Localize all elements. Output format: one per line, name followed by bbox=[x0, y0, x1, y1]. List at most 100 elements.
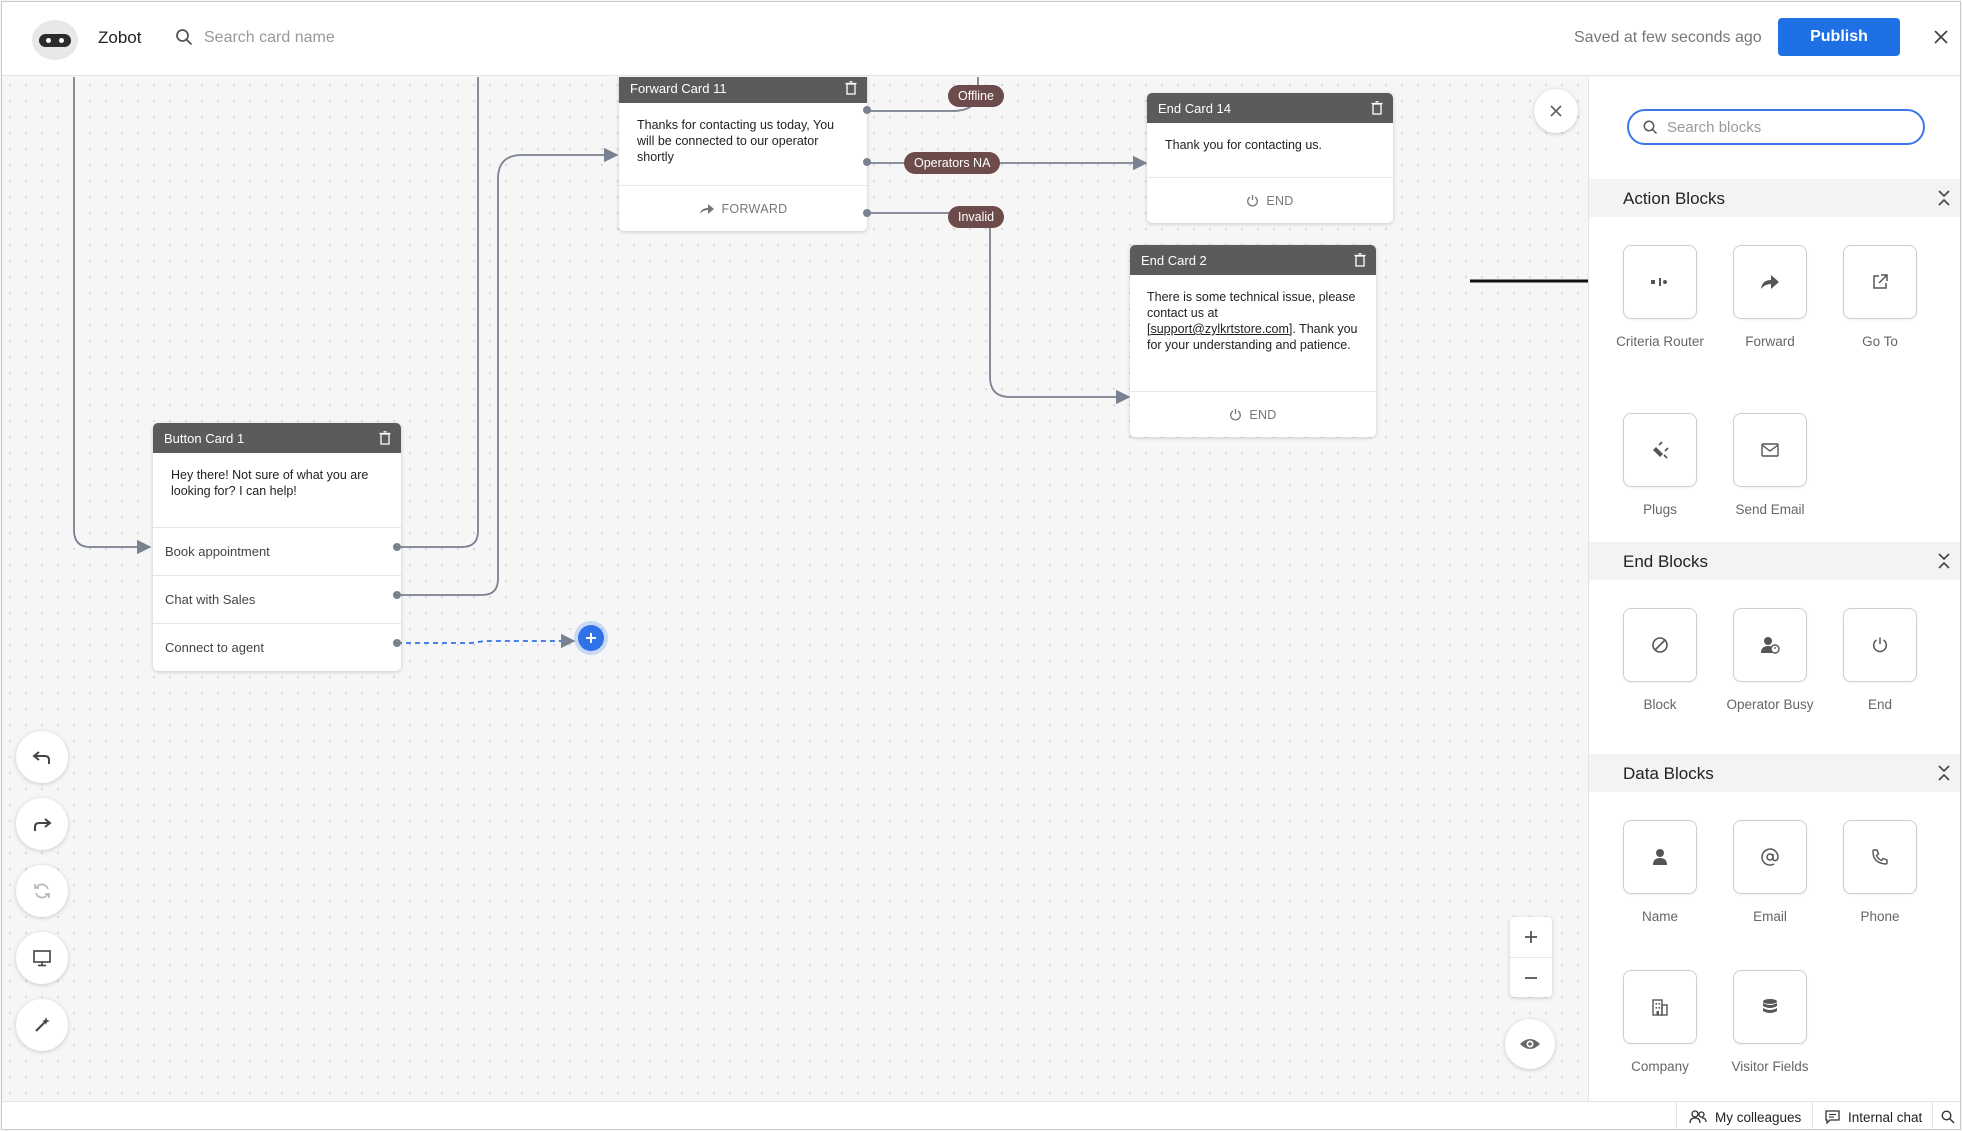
forward-icon bbox=[699, 203, 714, 214]
button-option[interactable]: Connect to agent bbox=[153, 623, 401, 671]
refresh-icon bbox=[34, 883, 50, 899]
monitor-icon bbox=[33, 950, 51, 967]
zobot-logo bbox=[32, 20, 78, 60]
magic-wand-button[interactable] bbox=[16, 999, 68, 1051]
block-block[interactable]: Block bbox=[1604, 608, 1716, 713]
block-email[interactable]: Email bbox=[1714, 820, 1826, 925]
condition-tag-offline: Offline bbox=[948, 85, 1004, 107]
magic-wand-icon bbox=[35, 1017, 50, 1032]
connector-dot[interactable] bbox=[863, 158, 871, 166]
trash-icon[interactable] bbox=[379, 431, 391, 445]
card-header: Forward Card 11 bbox=[619, 77, 867, 103]
trash-icon[interactable] bbox=[845, 81, 857, 95]
button-option[interactable]: Chat with Sales bbox=[153, 575, 401, 623]
undo-button[interactable] bbox=[16, 731, 68, 783]
connector-dot[interactable] bbox=[393, 639, 401, 647]
footer-search-button[interactable] bbox=[1932, 1102, 1960, 1129]
my-colleagues-button[interactable]: My colleagues bbox=[1676, 1102, 1812, 1129]
preview-screen-button[interactable] bbox=[16, 932, 68, 984]
section-header-end-blocks[interactable]: End Blocks bbox=[1589, 542, 1960, 580]
button-card[interactable]: Button Card 1 Hey there! Not sure of wha… bbox=[153, 423, 401, 671]
search-card-input[interactable] bbox=[204, 24, 504, 52]
button-option[interactable]: Book appointment bbox=[153, 527, 401, 575]
connector-dot[interactable] bbox=[863, 209, 871, 217]
plug-icon bbox=[1653, 441, 1669, 459]
card-message: Thank you for contacting us. bbox=[1165, 138, 1323, 152]
forward-card[interactable]: Forward Card 11 Thanks for contacting us… bbox=[619, 77, 871, 231]
power-icon bbox=[1247, 195, 1259, 207]
connector-dot[interactable] bbox=[393, 591, 401, 599]
add-card-button[interactable] bbox=[578, 625, 604, 651]
zoom-out-button[interactable] bbox=[1510, 957, 1552, 997]
condition-tag-invalid: Invalid bbox=[948, 206, 1005, 228]
save-status: Saved at few seconds ago bbox=[1574, 29, 1762, 46]
block-plugs[interactable]: Plugs bbox=[1604, 413, 1716, 518]
operator-busy-icon bbox=[1761, 637, 1780, 654]
block-criteria-router[interactable]: Criteria Router bbox=[1604, 245, 1716, 350]
publish-button[interactable]: Publish bbox=[1778, 18, 1900, 56]
block-send-email[interactable]: Send Email bbox=[1714, 413, 1826, 518]
card-header: End Card 2 bbox=[1130, 245, 1376, 275]
database-icon bbox=[1763, 999, 1777, 1013]
search-blocks-input[interactable] bbox=[1667, 117, 1907, 137]
power-icon bbox=[1230, 409, 1242, 421]
collapse-icon[interactable] bbox=[1937, 190, 1951, 206]
plus-icon bbox=[1525, 931, 1537, 943]
trash-icon[interactable] bbox=[1371, 101, 1383, 115]
forward-icon bbox=[1761, 275, 1779, 289]
power-icon bbox=[1872, 637, 1888, 653]
plus-icon bbox=[586, 633, 596, 643]
envelope-icon bbox=[1761, 443, 1779, 457]
connector-dot[interactable] bbox=[393, 543, 401, 551]
card-footer: END bbox=[1147, 177, 1393, 223]
zoom-in-button[interactable] bbox=[1510, 917, 1552, 957]
block-operator-busy[interactable]: Operator Busy bbox=[1714, 608, 1826, 713]
block-end[interactable]: End bbox=[1824, 608, 1936, 713]
block-name[interactable]: Name bbox=[1604, 820, 1716, 925]
collapse-icon[interactable] bbox=[1937, 765, 1951, 781]
block-go-to[interactable]: Go To bbox=[1824, 245, 1936, 350]
app-name: Zobot bbox=[98, 28, 142, 47]
trash-icon[interactable] bbox=[1354, 253, 1366, 267]
condition-tag-operators-na: Operators NA bbox=[904, 152, 1001, 174]
block-company[interactable]: Company bbox=[1604, 970, 1716, 1075]
card-message: There is some technical issue, please co… bbox=[1147, 290, 1358, 352]
criteria-router-icon bbox=[1651, 278, 1667, 286]
at-icon bbox=[1761, 848, 1779, 866]
search-blocks-box[interactable] bbox=[1627, 109, 1925, 145]
card-footer: END bbox=[1130, 391, 1376, 437]
connector-dot[interactable] bbox=[863, 106, 871, 114]
collapse-icon[interactable] bbox=[1937, 553, 1951, 569]
close-icon[interactable] bbox=[1930, 26, 1952, 48]
top-bar: Zobot Saved at few seconds ago Publish bbox=[2, 2, 1960, 76]
internal-chat-button[interactable]: Internal chat bbox=[1812, 1102, 1932, 1129]
building-icon bbox=[1652, 999, 1668, 1016]
card-message: Thanks for contacting us today, You will… bbox=[637, 118, 835, 164]
card-message: Hey there! Not sure of what you are look… bbox=[171, 468, 369, 498]
end-card-14[interactable]: End Card 14 Thank you for contacting us.… bbox=[1147, 93, 1393, 223]
preview-button[interactable] bbox=[1505, 1019, 1555, 1069]
block-visitor-fields[interactable]: Visitor Fields bbox=[1714, 970, 1826, 1075]
section-header-action-blocks[interactable]: Action Blocks bbox=[1589, 179, 1960, 217]
section-header-data-blocks[interactable]: Data Blocks bbox=[1589, 754, 1960, 792]
search-icon bbox=[176, 29, 192, 45]
block-forward[interactable]: Forward bbox=[1714, 245, 1826, 350]
colleagues-icon bbox=[1689, 1110, 1707, 1124]
search-icon bbox=[1940, 1110, 1954, 1124]
block-phone[interactable]: Phone bbox=[1824, 820, 1936, 925]
search-icon bbox=[1643, 120, 1658, 135]
undo-icon bbox=[32, 751, 50, 764]
chat-icon bbox=[1825, 1110, 1840, 1124]
card-footer: FORWARD bbox=[619, 185, 867, 231]
refresh-button[interactable] bbox=[16, 865, 68, 917]
status-bar: My colleagues Internal chat bbox=[2, 1101, 1960, 1129]
blocks-palette: Action Blocks Criteria Router Forward Go… bbox=[1588, 77, 1960, 1101]
support-email-link[interactable]: support@zylkrtstore.com bbox=[1150, 322, 1289, 336]
flow-canvas[interactable]: Forward Card 11 Thanks for contacting us… bbox=[2, 77, 1587, 1101]
minus-icon bbox=[1525, 976, 1537, 979]
end-card-2[interactable]: End Card 2 There is some technical issue… bbox=[1130, 245, 1376, 437]
close-palette-button[interactable] bbox=[1534, 89, 1578, 133]
card-header: End Card 14 bbox=[1147, 93, 1393, 123]
redo-button[interactable] bbox=[16, 798, 68, 850]
